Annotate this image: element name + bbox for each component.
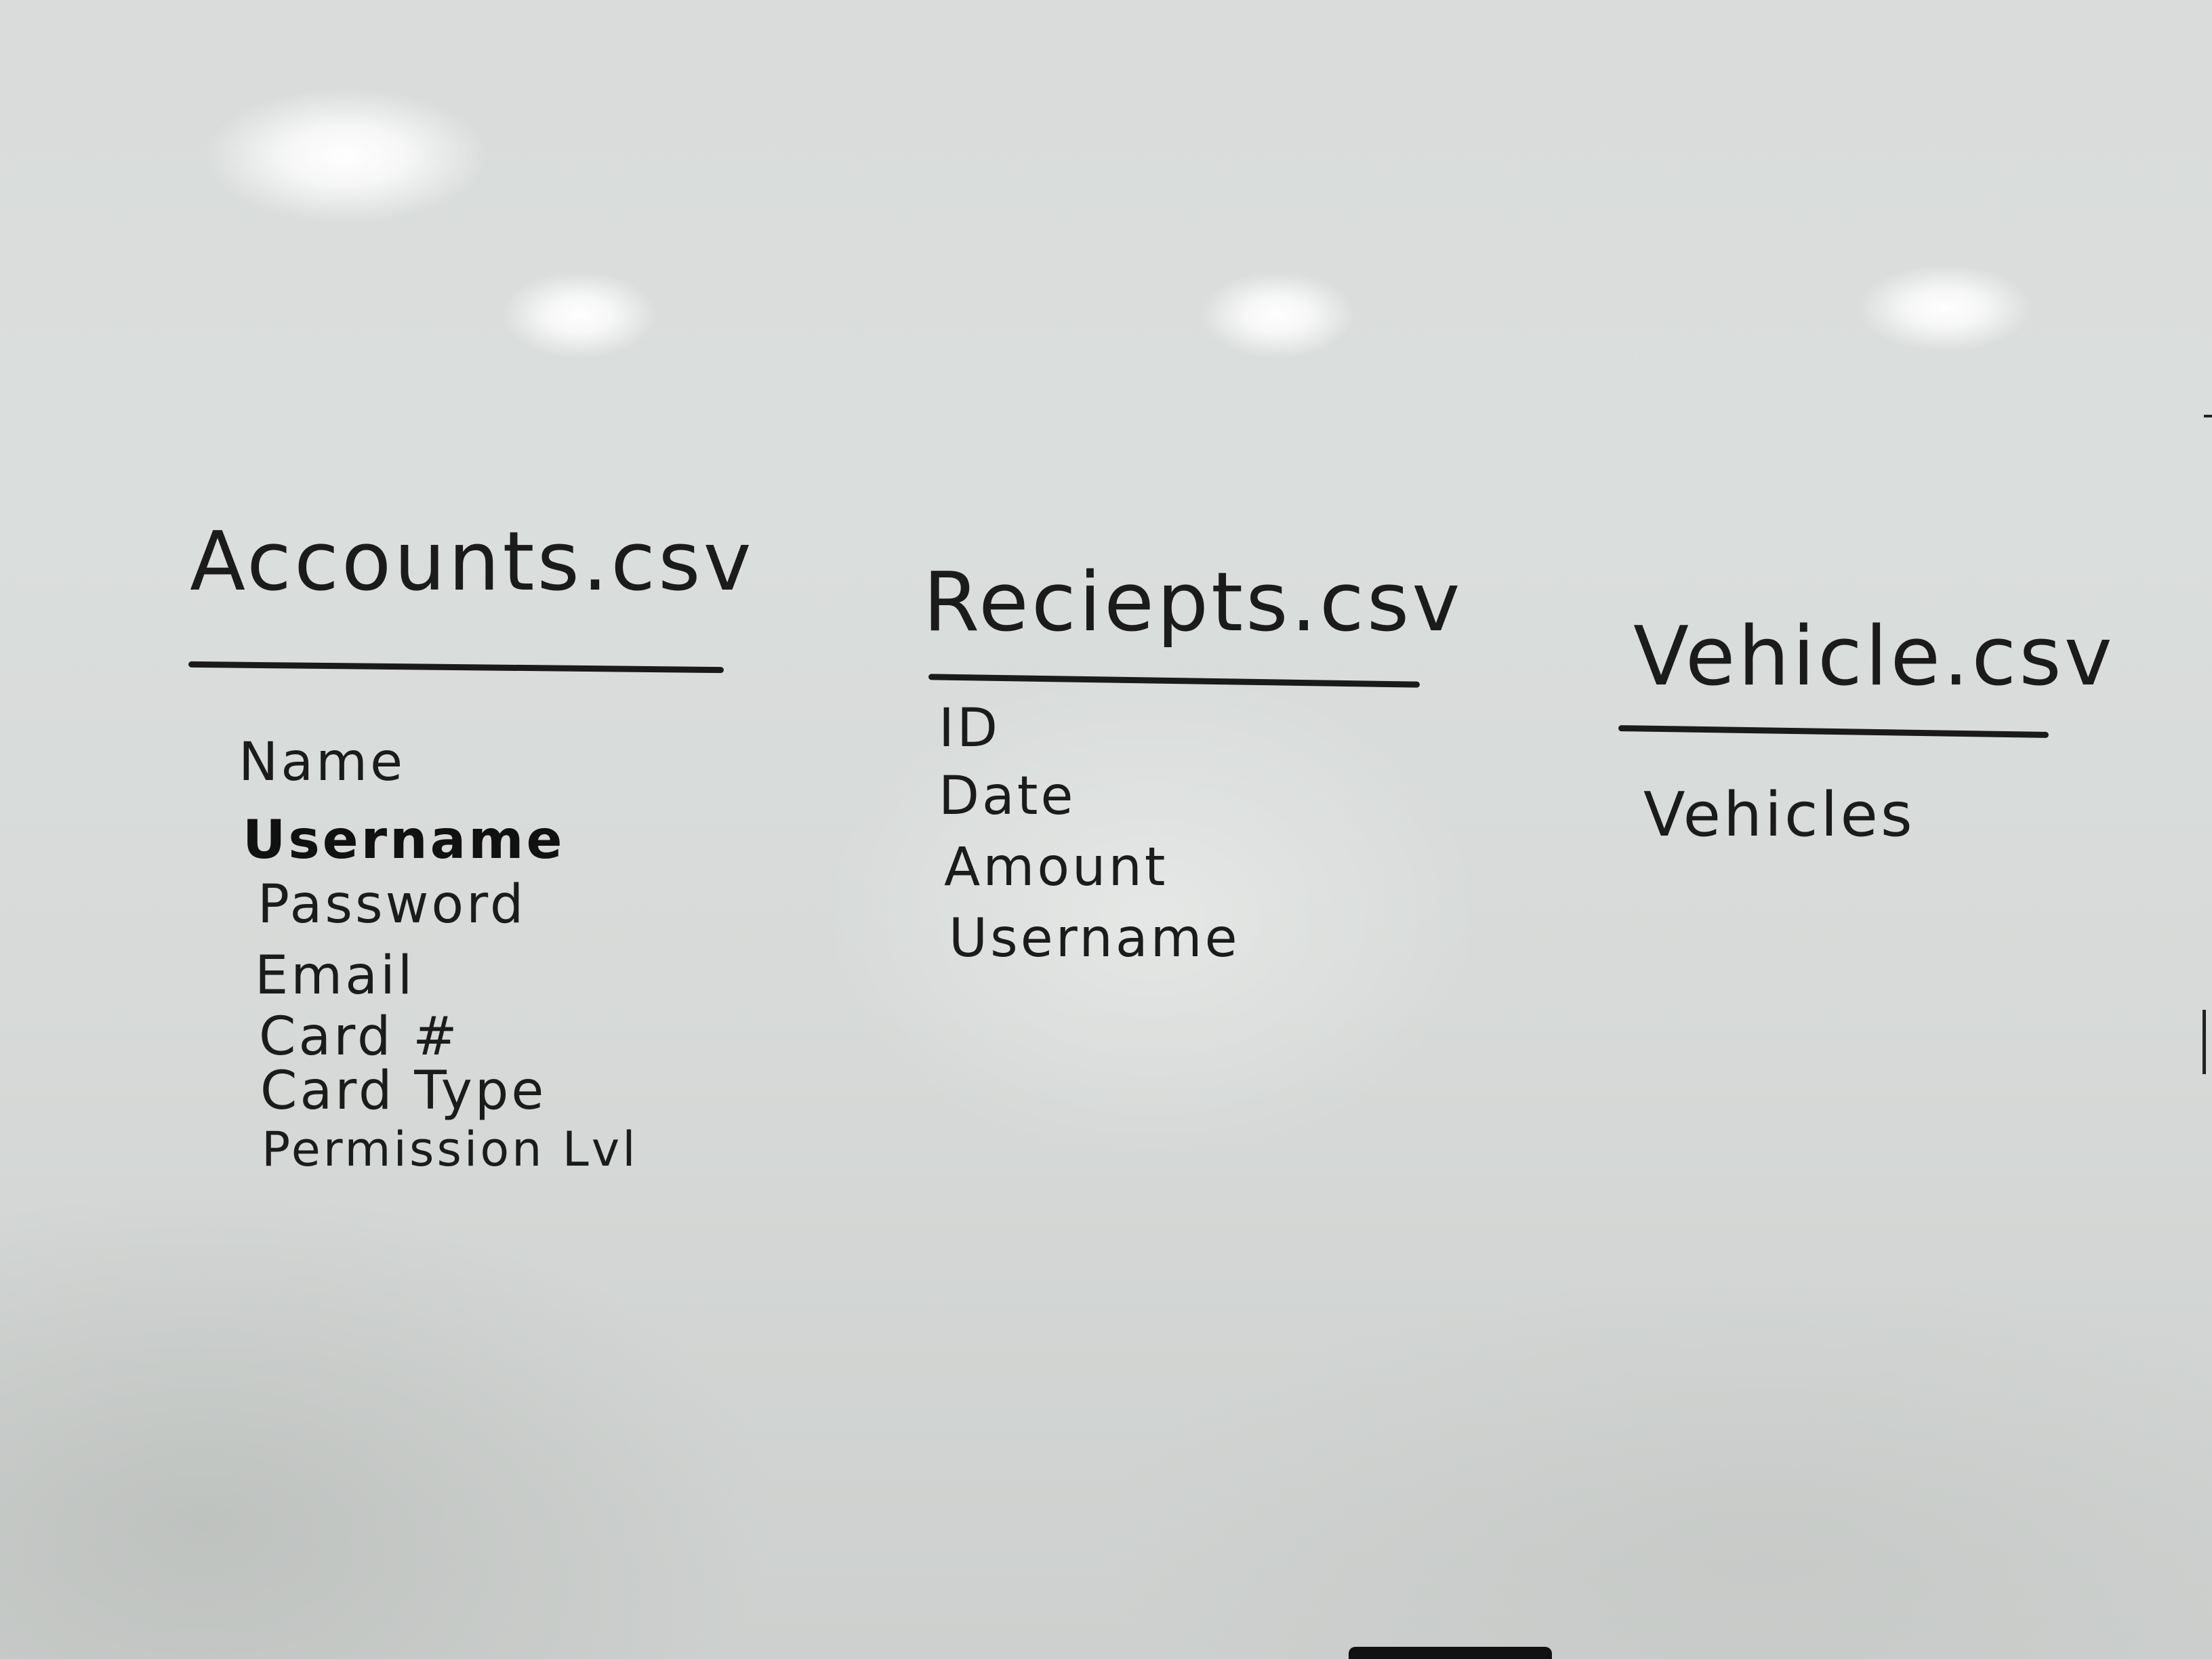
receipts-field-id: ID: [939, 698, 1001, 759]
light-glare: [1857, 264, 2033, 352]
vehicle-field-vehicles: Vehicles: [1643, 779, 1915, 851]
receipts-field-username: Username: [949, 908, 1240, 969]
light-glare: [501, 271, 657, 359]
accounts-field-card-type: Card Type: [260, 1061, 547, 1122]
edge-mark: [2204, 415, 2212, 417]
accounts-field-permission-level: Permission Lvl: [262, 1122, 638, 1177]
accounts-field-email: Email: [255, 945, 415, 1006]
vehicle-title: Vehicle.csv: [1633, 610, 2115, 704]
marker-tray: [1349, 1647, 1552, 1659]
accounts-underline: [188, 661, 724, 674]
light-glare: [1200, 271, 1355, 359]
accounts-field-password: Password: [258, 874, 527, 935]
receipts-field-amount: Amount: [944, 837, 1168, 898]
accounts-field-card-number: Card #: [259, 1006, 460, 1067]
receipts-field-date: Date: [939, 766, 1076, 827]
accounts-title: Accounts.csv: [190, 515, 754, 609]
accounts-field-username: Username: [243, 810, 565, 871]
vehicle-underline: [1618, 725, 2049, 738]
receipts-underline: [928, 674, 1420, 688]
light-glare: [203, 88, 488, 224]
receipts-title: Reciepts.csv: [923, 556, 1463, 650]
edge-mark: [2203, 1010, 2206, 1074]
accounts-field-name: Name: [239, 732, 406, 793]
